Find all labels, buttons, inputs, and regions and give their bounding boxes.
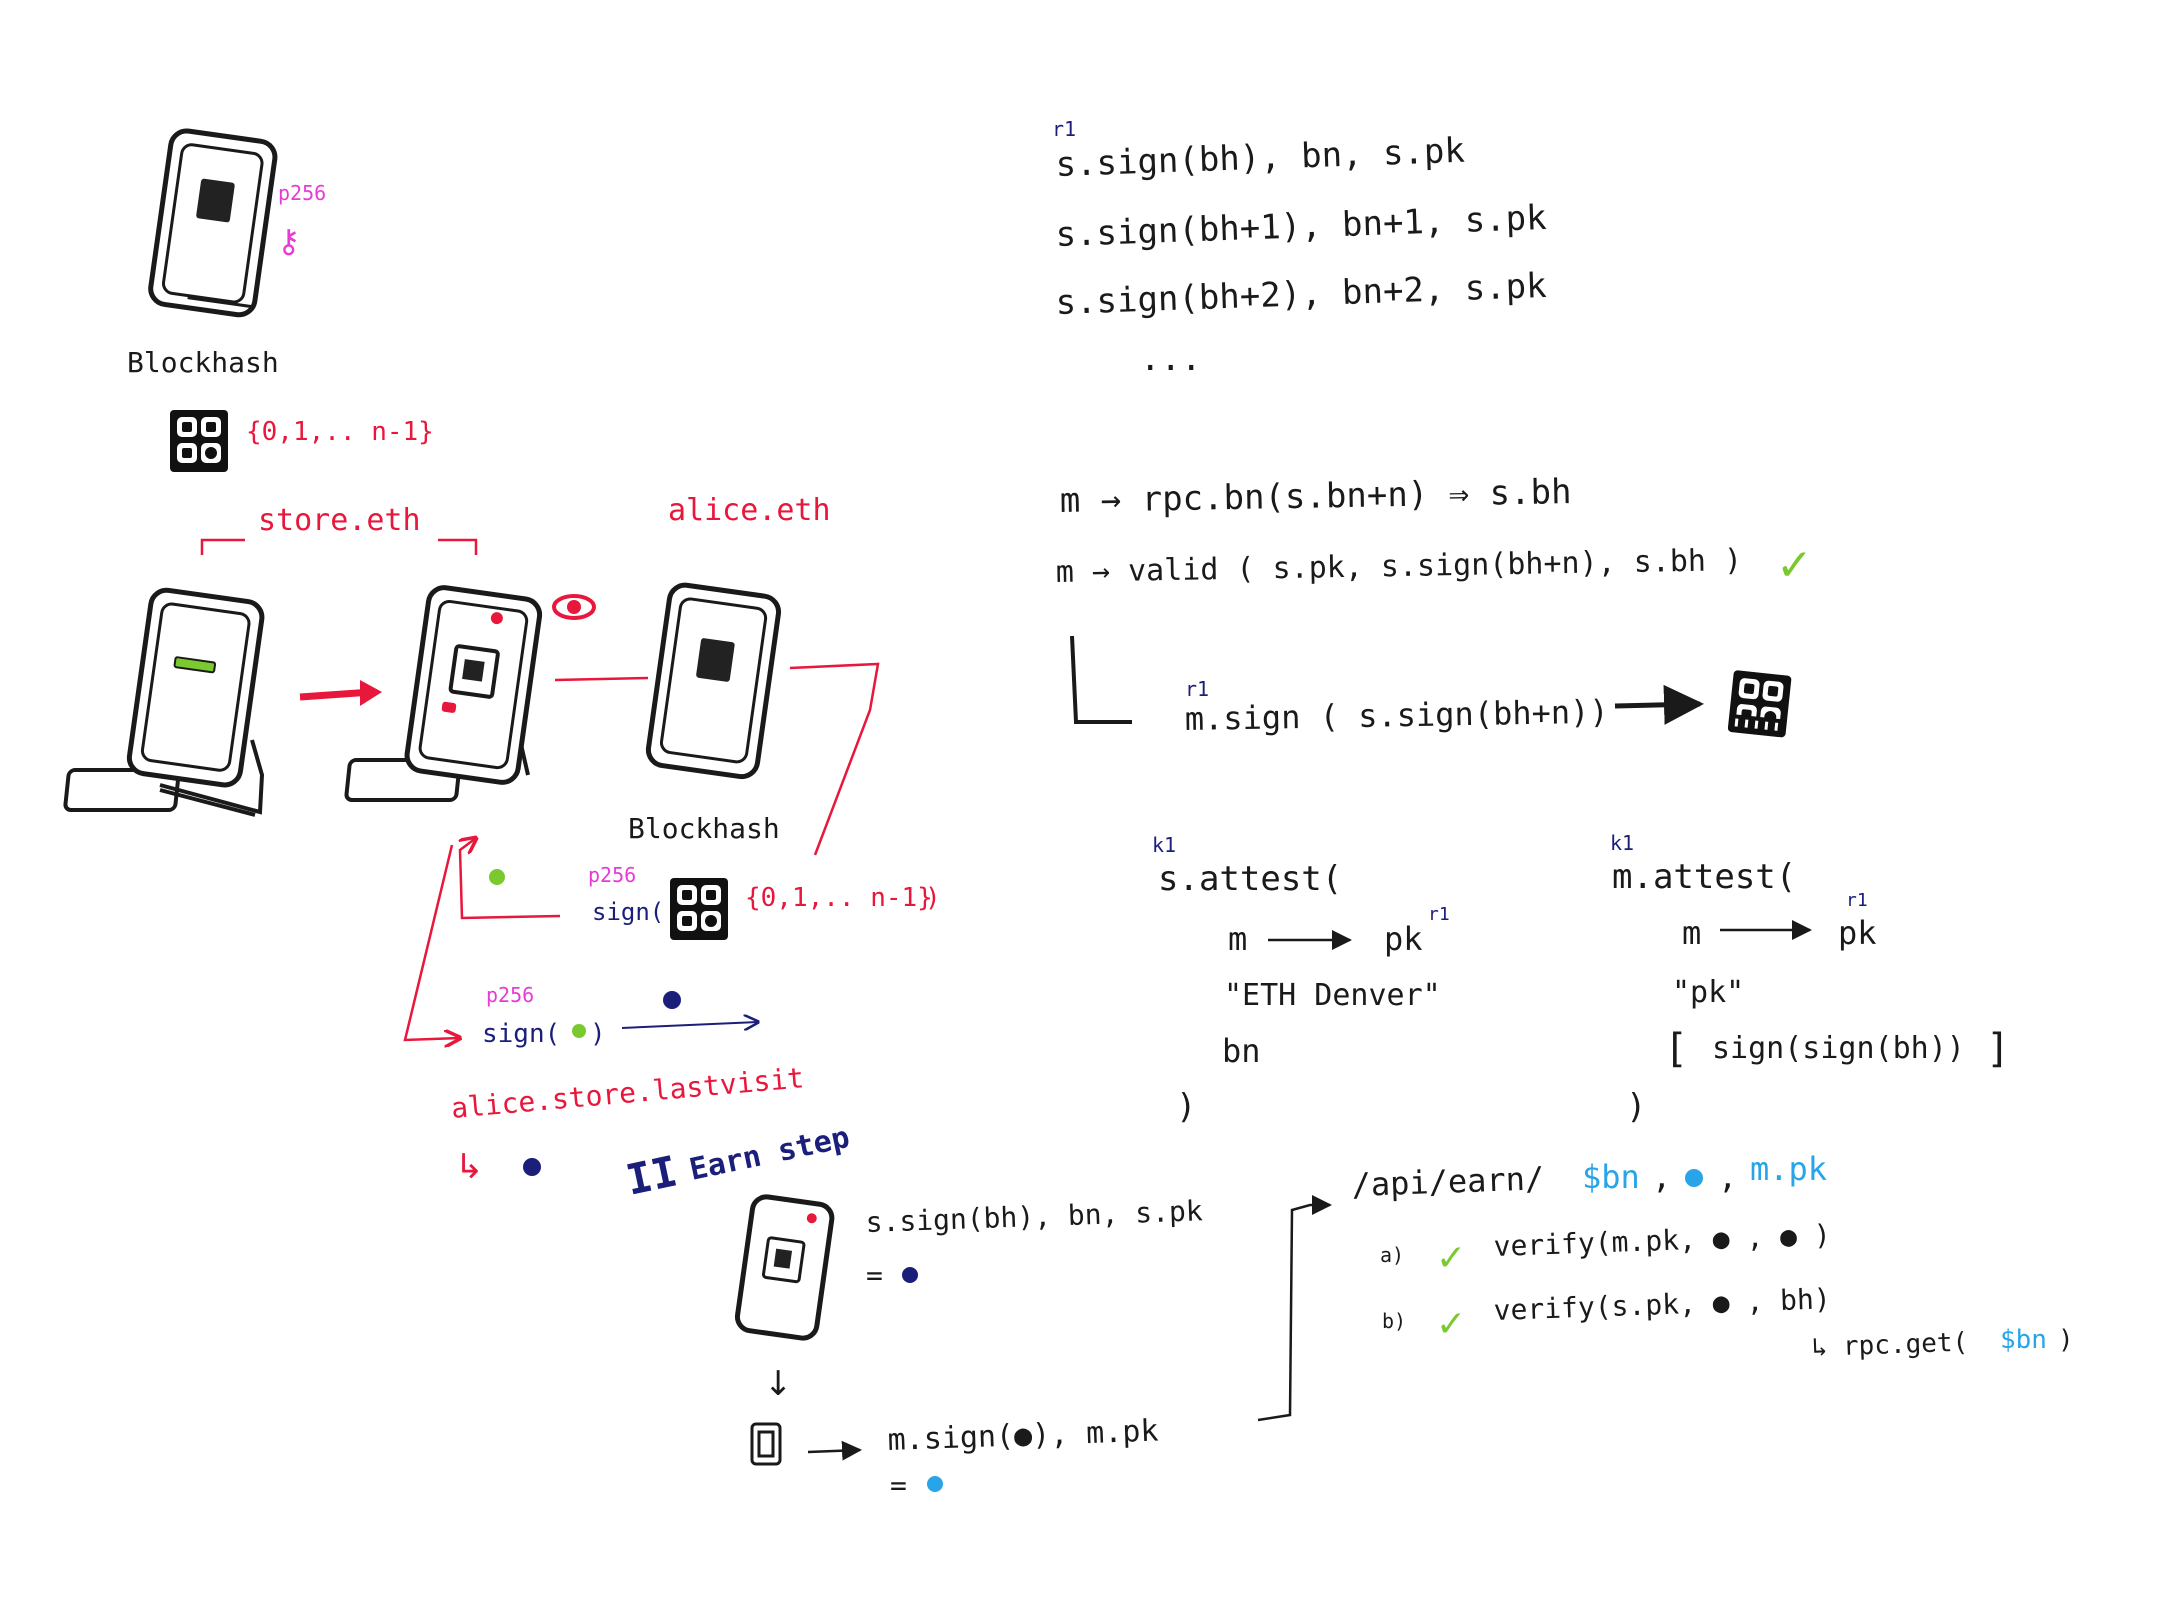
green-dot bbox=[489, 869, 505, 885]
blue-dot-api bbox=[1685, 1169, 1703, 1187]
rpc-get-close: ) bbox=[2058, 1325, 2074, 1355]
terminal-device-3 bbox=[645, 582, 782, 780]
verify-a-text: verify(m.pk, ● , ● ) bbox=[1493, 1218, 1831, 1263]
earn-msign-line: m.sign(●), m.pk bbox=[887, 1414, 1159, 1458]
attest-s-bn: bn bbox=[1222, 1032, 1261, 1070]
navy-dot-result bbox=[663, 991, 681, 1009]
rpc-get-var: $bn bbox=[2000, 1325, 2047, 1355]
attest-s-open: s.attest( bbox=[1158, 859, 1342, 899]
terminal-device-1 bbox=[63, 587, 265, 817]
api-sep-1: , bbox=[1652, 1158, 1671, 1196]
rpc-get-prefix: ↳ rpc.get( bbox=[1811, 1328, 1968, 1363]
earn-down-arrow: ↓ bbox=[764, 1364, 793, 1404]
attest-m-pk: pk bbox=[1838, 914, 1877, 952]
alice-eth-label: alice.eth bbox=[668, 493, 831, 528]
earn-eq-2: = bbox=[890, 1469, 907, 1502]
chip-icon-2 bbox=[670, 878, 728, 940]
lastvisit-arrow: ↳ bbox=[455, 1147, 484, 1187]
check-icon-valid: ✓ bbox=[1776, 540, 1813, 591]
verify-b-label: b) bbox=[1382, 1309, 1406, 1333]
attest-m-open: m.attest( bbox=[1612, 857, 1796, 897]
phone-device-top bbox=[148, 128, 278, 318]
attest-s-pk: pk bbox=[1384, 920, 1423, 958]
range-label: {0,1,.. n-1} bbox=[246, 417, 434, 447]
attest-s-k1: k1 bbox=[1152, 833, 1176, 857]
r1-mark-msign: r1 bbox=[1185, 677, 1209, 701]
verify-a-label: a) bbox=[1380, 1243, 1404, 1267]
attest-m-pk-mark: r1 bbox=[1846, 890, 1868, 911]
api-sep-2: , bbox=[1718, 1158, 1737, 1196]
lastvisit-label: alice.store.lastvisit bbox=[450, 1061, 806, 1125]
store-eth-label: store.eth bbox=[258, 503, 421, 538]
chip-icon bbox=[170, 410, 228, 472]
chip-icon-3 bbox=[1727, 670, 1792, 738]
rpc-line: m → rpc.bn(s.bn+n) ⇒ s.bh bbox=[1059, 472, 1571, 521]
api-mpk: m.pk bbox=[1750, 1150, 1827, 1188]
sign2-call-label: sign( bbox=[482, 1019, 560, 1049]
terminal-device-2 bbox=[344, 585, 543, 802]
sign-line-2: s.sign(bh+1), bn+1, s.pk bbox=[1055, 198, 1547, 255]
step-label: Earn step bbox=[686, 1120, 852, 1188]
api-prefix: /api/earn/ bbox=[1351, 1159, 1545, 1204]
step-roman: II bbox=[622, 1146, 682, 1204]
attest-m-bracket-open: [ bbox=[1664, 1026, 1688, 1072]
attest-m-m: m bbox=[1682, 914, 1701, 952]
earn-eq-1: = bbox=[866, 1259, 883, 1292]
card-icon-small bbox=[750, 1422, 782, 1466]
api-bn: $bn bbox=[1582, 1158, 1640, 1196]
valid-line: m → valid ( s.pk, s.sign(bh+n), s.bh ) bbox=[1056, 543, 1743, 590]
sign-curve-label: p256 bbox=[588, 863, 636, 887]
curve-label-p256: p256 bbox=[278, 181, 326, 205]
key-icon: ⚷ bbox=[277, 222, 300, 260]
green-dot-arg bbox=[572, 1024, 586, 1038]
sign-line-3: s.sign(bh+2), bn+2, s.pk bbox=[1055, 266, 1547, 323]
sign2-close-paren: ) bbox=[590, 1019, 606, 1049]
phone-device-earn bbox=[734, 1194, 835, 1341]
attest-s-name: "ETH Denver" bbox=[1224, 978, 1441, 1013]
blockhash-label: Blockhash bbox=[127, 346, 279, 379]
attest-m-k1: k1 bbox=[1610, 831, 1634, 855]
sign-range-label: {0,1,.. n-1} bbox=[745, 883, 933, 913]
earn-ssign-line: s.sign(bh), bn, s.pk bbox=[865, 1194, 1203, 1239]
attest-s-close: ) bbox=[1176, 1087, 1196, 1127]
check-icon-a: ✓ bbox=[1436, 1238, 1466, 1279]
blue-dot-eq2 bbox=[927, 1476, 943, 1492]
attest-m-close: ) bbox=[1626, 1087, 1646, 1127]
attest-m-sign: sign(sign(bh)) bbox=[1712, 1031, 1965, 1066]
sign-call-label: sign( bbox=[592, 898, 664, 926]
attest-s-m: m bbox=[1228, 920, 1247, 958]
blockhash-label-2: Blockhash bbox=[628, 812, 780, 845]
attest-m-bracket-close: ] bbox=[1986, 1026, 2010, 1072]
navy-dot-lastvisit bbox=[523, 1158, 541, 1176]
msign-line: m.sign ( s.sign(bh+n)) bbox=[1184, 693, 1608, 738]
ellipsis: ... bbox=[1140, 339, 1201, 379]
sign-close-paren: ) bbox=[925, 883, 941, 913]
sign-line-1: s.sign(bh), bn, s.pk bbox=[1055, 131, 1466, 185]
verify-b-text: verify(s.pk, ● , bh) bbox=[1493, 1282, 1831, 1327]
sign2-curve-label: p256 bbox=[486, 983, 534, 1007]
eye-icon bbox=[552, 594, 596, 620]
r1-mark-1: r1 bbox=[1052, 117, 1076, 141]
attest-m-name: "pk" bbox=[1672, 975, 1744, 1010]
navy-dot-eq1 bbox=[902, 1267, 918, 1283]
attest-s-pk-mark: r1 bbox=[1428, 904, 1450, 925]
check-icon-b: ✓ bbox=[1436, 1304, 1466, 1345]
